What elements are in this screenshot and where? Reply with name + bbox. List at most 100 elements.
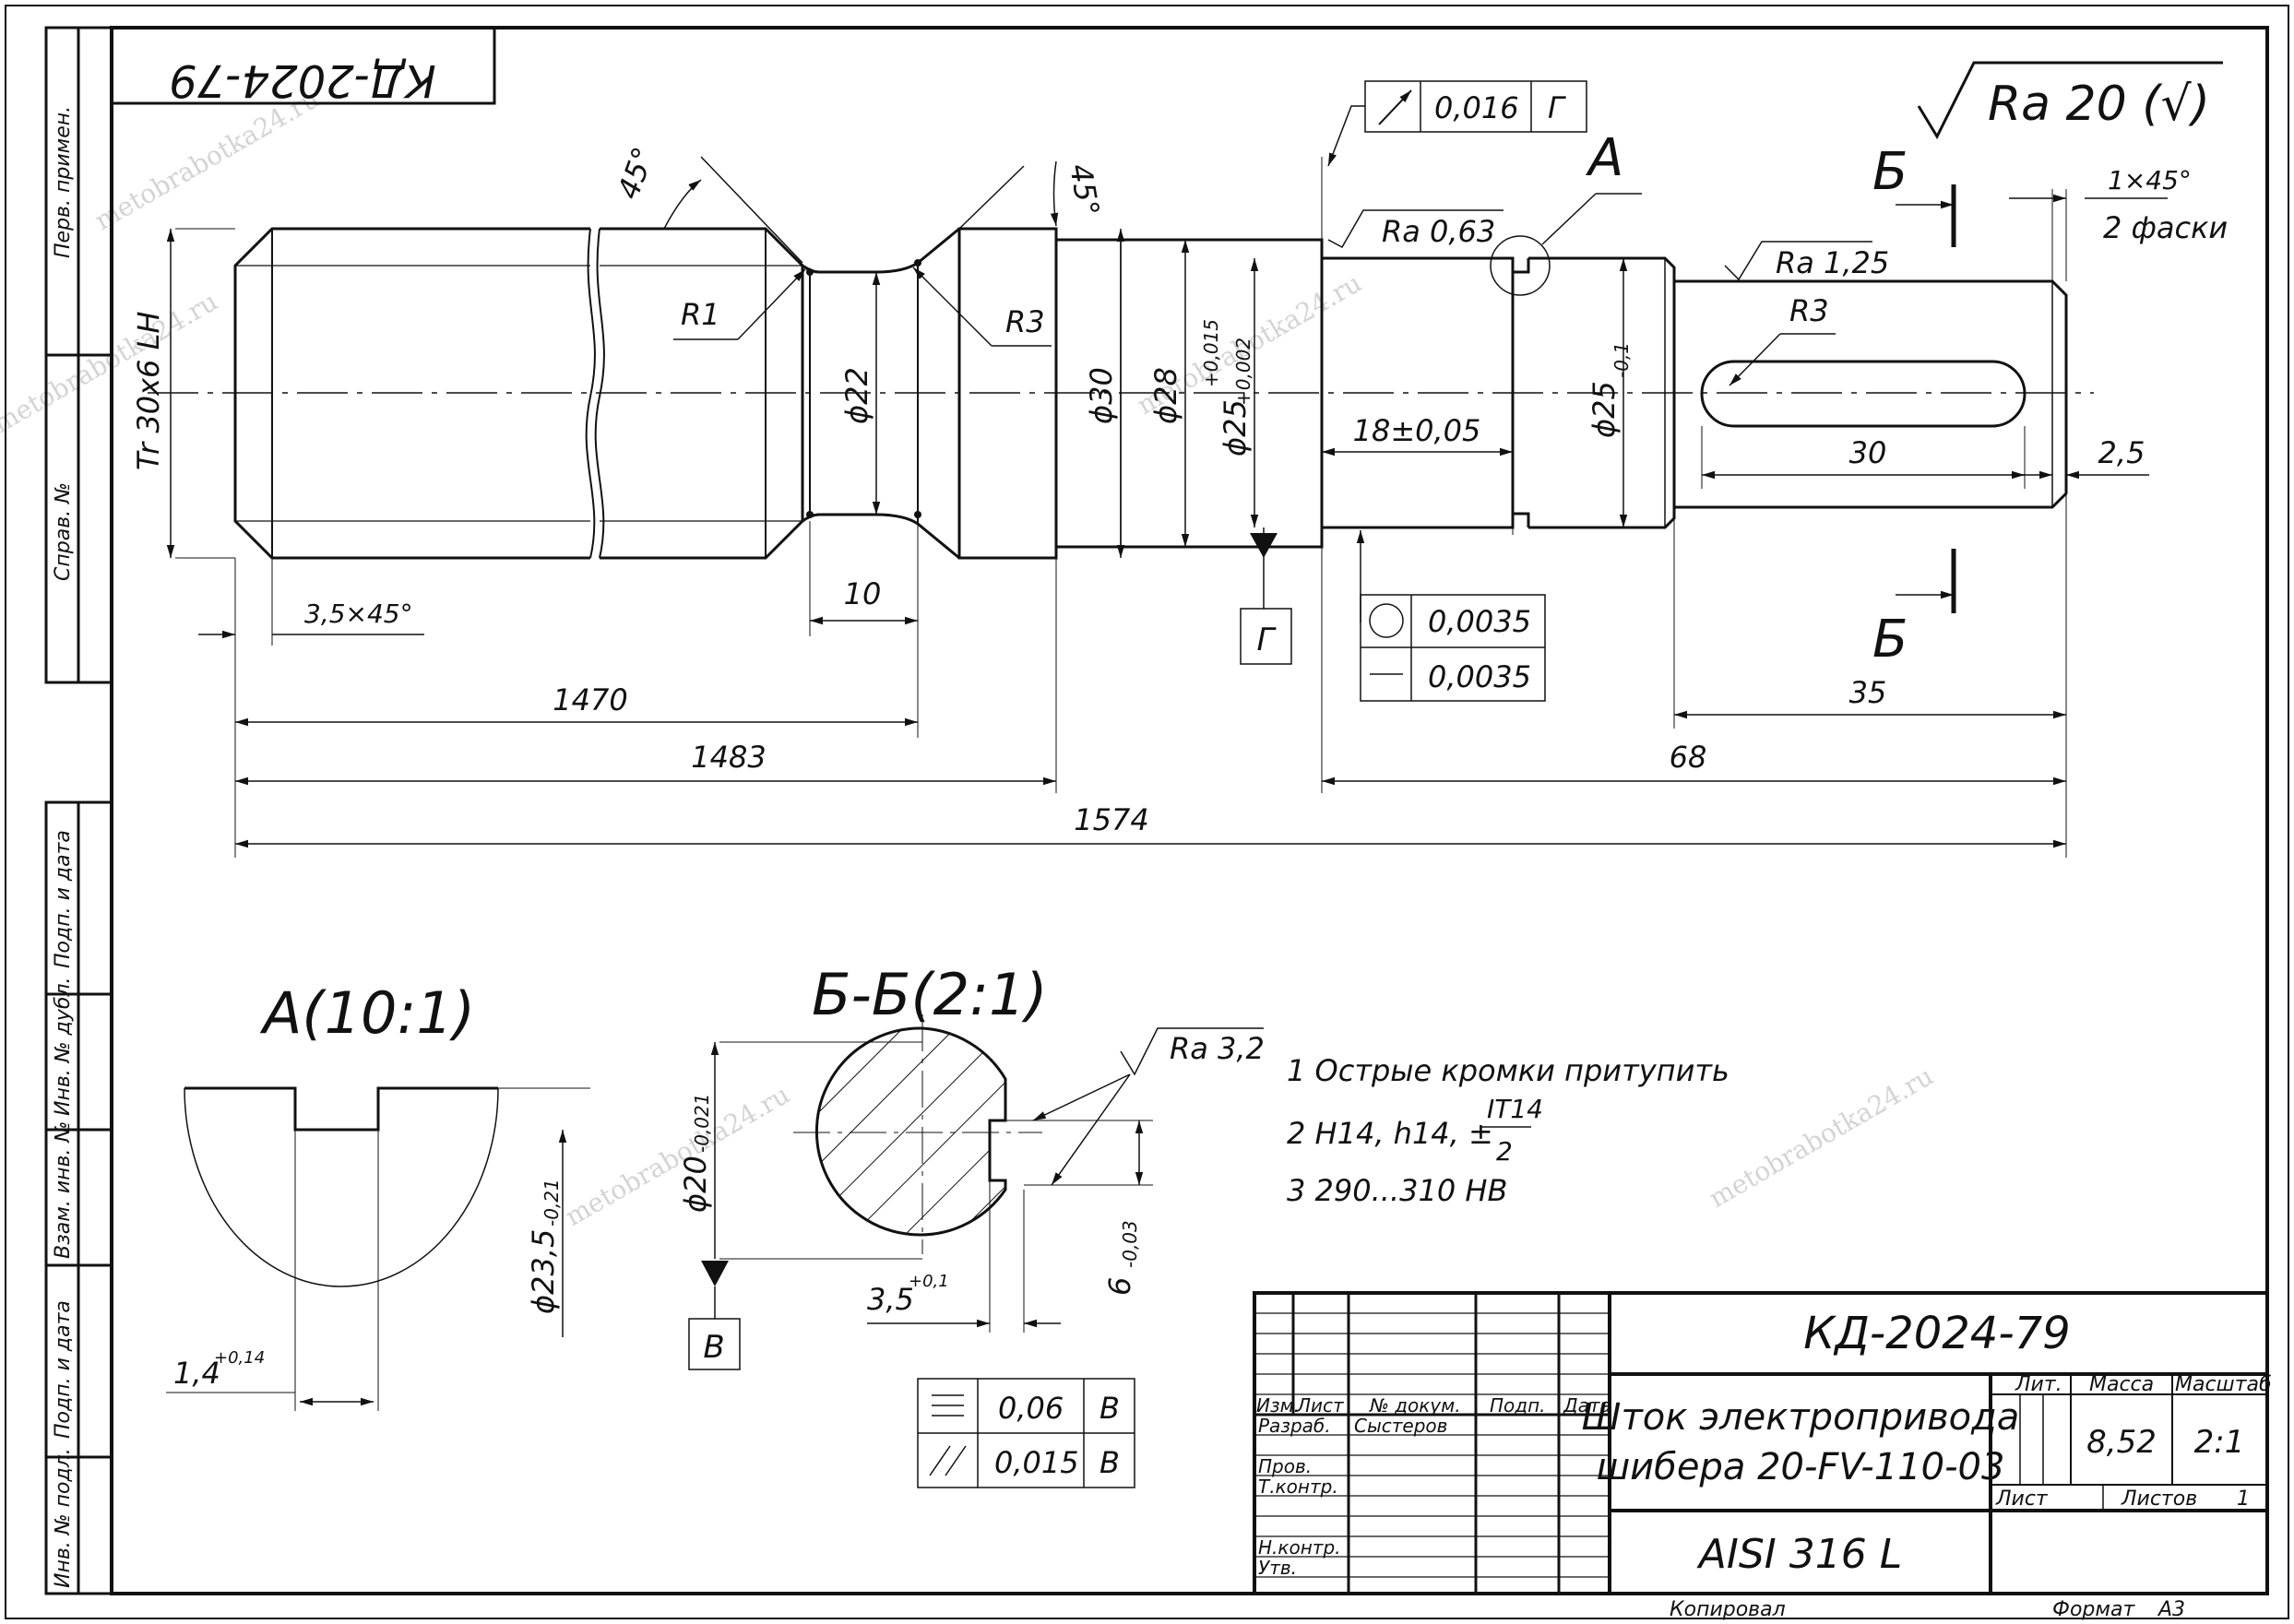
side-label: Справ. №: [52, 482, 75, 581]
section-bb-title: Б-Б(2:1): [812, 961, 1048, 1028]
tb-name-line1: Шток электропривода: [1582, 1396, 2020, 1439]
tb-format: Формат: [2052, 1598, 2135, 1621]
side-strip-top: [44, 26, 113, 684]
section-tolerance-frame: 0,06 В 0,015 В: [917, 1378, 1135, 1488]
tb-list: Лист: [1296, 1394, 1345, 1417]
angle-left-label: 45°: [611, 142, 661, 203]
d25-main-tol-lower: +0,002: [1232, 338, 1254, 406]
tb-razrab: Разраб.: [1258, 1415, 1331, 1437]
key-width: 3,5: [867, 1282, 914, 1317]
d28-label: ϕ28: [1148, 367, 1183, 424]
detail-a-width: 1,4: [173, 1356, 220, 1391]
detail-a-diameter: ϕ23,5: [526, 1229, 561, 1314]
tb-doc: № докум.: [1369, 1394, 1461, 1417]
tb-name-line2: шибера 20-FV-110-03: [1597, 1446, 2005, 1488]
chamfer-left-label: 3,5×45°: [304, 599, 413, 629]
dim-10: 10: [844, 576, 882, 611]
section-b-top-label: Б: [1872, 142, 1908, 202]
runout-tolerance-frame: 0,016 Г: [1321, 80, 1587, 240]
angle-45-left: 45°: [611, 142, 803, 264]
detail-a-width-tol: +0,14: [214, 1348, 265, 1368]
section-ra: Ra 3,2: [1170, 1031, 1265, 1066]
note-3: 3 290...310 HB: [1287, 1173, 1507, 1208]
side-label: Инв. № дубл.: [52, 977, 75, 1116]
datum-v-label: В: [703, 1329, 724, 1366]
section-bb-view: Б-Б(2:1) В ϕ20 -0,021 3,5 +0,1 6 -0,03 R…: [678, 961, 1265, 1488]
note-1: 1 Острые кромки притупить: [1287, 1053, 1729, 1088]
note-2: 2 H14, h14, ±: [1287, 1116, 1493, 1151]
tb-mass-value: 8,52: [2086, 1424, 2157, 1461]
side-label: Инв. № подл.: [52, 1448, 75, 1588]
ra-20-label: Ra 20 (√): [1988, 77, 2210, 132]
tb-prov: Пров.: [1258, 1455, 1312, 1477]
dim-68: 68: [1670, 740, 1707, 775]
tb-izm: Изм.: [1256, 1394, 1300, 1417]
r3-slot-label: R3: [1789, 293, 1829, 328]
section-b-bottom-label: Б: [1872, 610, 1908, 670]
runout-value: 0,016: [1434, 90, 1519, 125]
code-rotated: КД-2024-79: [169, 54, 435, 106]
section-diameter: ϕ20: [678, 1156, 713, 1213]
parallel-datum: В: [1099, 1445, 1120, 1480]
key-depth-tol: -0,03: [1119, 1220, 1141, 1268]
title-block: Изм. Лист № докум. Подп. Дата Разраб. Сы…: [1253, 1291, 2272, 1621]
dim-30: 30: [1849, 435, 1887, 470]
note-2-denominator: 2: [1496, 1136, 1513, 1167]
watermark: metobrabotka24.ru: [1704, 1061, 1939, 1214]
note-2-numerator: IT14: [1487, 1094, 1543, 1124]
tb-razrab-name: Сыстеров: [1354, 1415, 1447, 1437]
side-labels: Перв. примен. Справ. № Подп. и дата Инв.…: [52, 106, 75, 1588]
d25-main-label: ϕ25: [1218, 399, 1253, 456]
roundness-value: 0,0035: [1428, 604, 1531, 639]
tb-material: AISI 316 L: [1696, 1531, 1902, 1578]
datum-g-label: Г: [1257, 622, 1278, 658]
angle-right-label: 45°: [1063, 161, 1106, 219]
section-bb-markers: Б Б: [1872, 142, 1956, 670]
dim-2-5: 2,5: [2098, 435, 2145, 470]
section-diameter-tol: -0,021: [691, 1094, 713, 1153]
side-label: Подп. и дата: [52, 830, 75, 968]
detail-a-view: А(10:1) 1,4 +0,14 ϕ23,5 -0,21: [166, 979, 590, 1411]
dim-18: 18±0,05: [1353, 413, 1481, 448]
tb-copied: Копировал: [1670, 1598, 1786, 1621]
shaft-main-view: А Б Б 45° 45° R1 R3 R3: [131, 80, 2228, 858]
r3-label: R3: [1005, 304, 1045, 339]
dim-35: 35: [1849, 675, 1887, 710]
tb-scale-value: 2:1: [2194, 1424, 2245, 1461]
tb-masshtab: Масштаб: [2175, 1373, 2272, 1396]
angle-45-right: 45°: [958, 161, 1106, 230]
tb-designation: КД-2024-79: [1803, 1308, 2070, 1359]
symmetry-datum: В: [1099, 1391, 1120, 1426]
detail-a-callout: А: [1586, 128, 1623, 188]
dim-1483: 1483: [691, 740, 766, 775]
dim-1574: 1574: [1074, 802, 1148, 837]
runout-datum: Г: [1548, 90, 1566, 125]
d22-label: ϕ22: [839, 367, 874, 424]
r1-label: R1: [681, 297, 720, 332]
straightness-value: 0,0035: [1428, 659, 1531, 694]
tb-massa: Масса: [2089, 1373, 2154, 1396]
datum-g: Г: [1240, 528, 1292, 665]
tb-lit: Лит.: [2015, 1373, 2062, 1396]
d25-groove-tol: -0,1: [1611, 342, 1633, 378]
side-strip-bottom: [44, 800, 113, 1595]
tb-utv: Утв.: [1258, 1557, 1297, 1579]
thread-label: Tr 30x6 LH: [131, 312, 166, 470]
symmetry-value: 0,06: [998, 1391, 1064, 1426]
code-box-rotated: [110, 26, 496, 105]
parallel-value: 0,015: [994, 1445, 1079, 1480]
dim-1470: 1470: [553, 682, 627, 717]
tb-date: Дата: [1563, 1394, 1611, 1417]
side-label: Перв. примен.: [52, 106, 75, 258]
tb-nkontr: Н.контр.: [1258, 1536, 1341, 1559]
ra-125-label: Ra 1,25: [1776, 245, 1889, 280]
tb-format-value: А3: [2157, 1598, 2185, 1621]
detail-a-diameter-tol: -0,21: [541, 1179, 563, 1227]
key-depth: 6: [1102, 1277, 1137, 1296]
side-label: Взам. инв. №: [52, 1121, 75, 1259]
tb-sign: Подп.: [1490, 1394, 1546, 1417]
d25-groove-label: ϕ25: [1587, 381, 1622, 438]
tb-sheets: Листов: [2121, 1488, 2197, 1511]
detail-a-title: А(10:1): [259, 979, 475, 1047]
